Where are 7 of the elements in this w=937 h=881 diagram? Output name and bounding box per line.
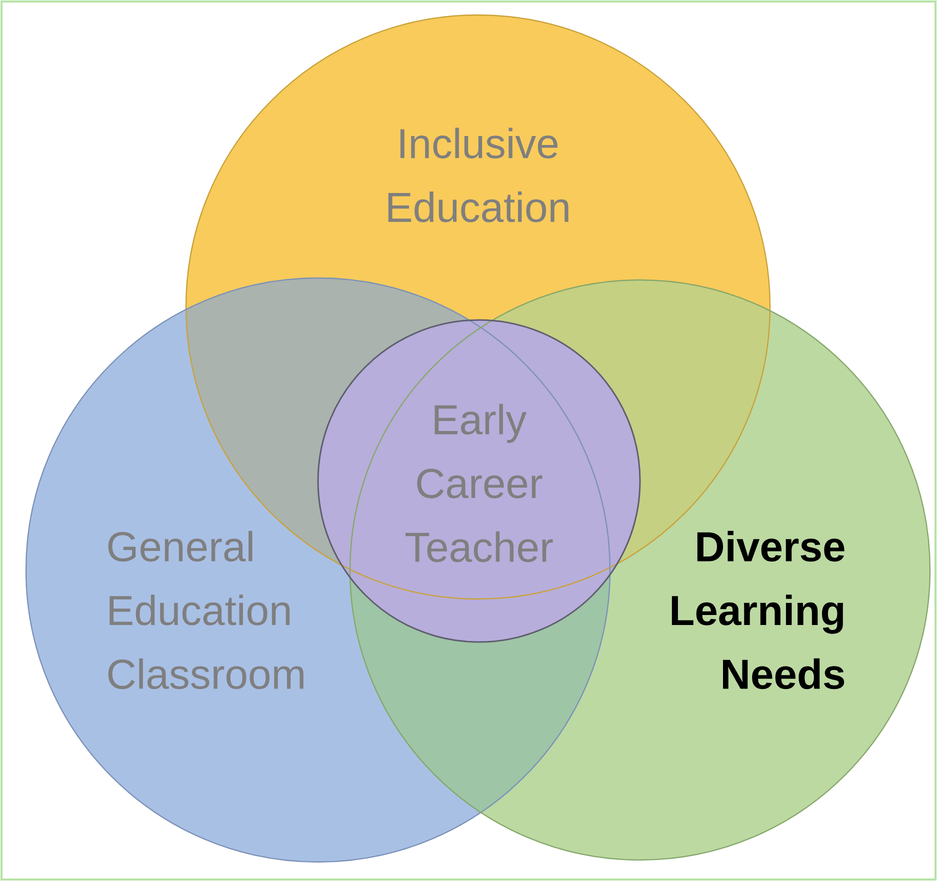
venn-circle [349,279,931,861]
circle-label: Diverse Learning Needs [672,530,844,690]
circle-label: Inclusive Education [388,128,568,222]
venn-circle [25,277,611,863]
venn-circle [317,319,641,643]
circle-label: General Education Classroom [108,530,304,690]
circle-label: Early Career Teacher [406,404,553,562]
